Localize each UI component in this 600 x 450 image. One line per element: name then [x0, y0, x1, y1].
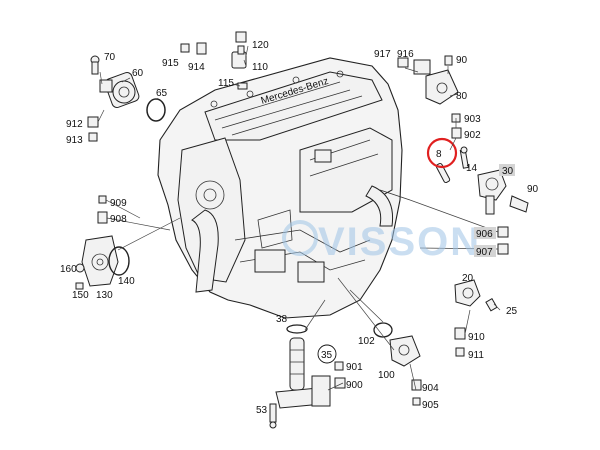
- callout-917: 917: [374, 49, 391, 60]
- part-65-o-ring: [146, 98, 166, 122]
- callout-100: 100: [378, 370, 395, 381]
- part-70-bolt: [90, 55, 100, 75]
- part-110-120-sensor: [231, 31, 247, 69]
- callout-102: 102: [358, 336, 375, 347]
- callout-916: 916: [397, 49, 414, 60]
- callout-909: 909: [110, 198, 127, 209]
- callout-160: 160: [60, 264, 77, 275]
- part-902-903-connector: [451, 113, 462, 139]
- callout-38: 38: [276, 314, 288, 325]
- callout-20: 20: [462, 273, 474, 284]
- callout-120: 120: [252, 40, 269, 51]
- callout-913: 913: [66, 135, 83, 146]
- callout-53: 53: [256, 405, 268, 416]
- callout-8: 8: [436, 149, 442, 160]
- watermark: VISSON: [282, 220, 481, 264]
- callout-907: 907: [476, 247, 493, 258]
- callout-911: 911: [468, 350, 484, 361]
- callout-900: 900: [346, 380, 363, 391]
- callout-90b: 90: [527, 184, 539, 195]
- callout-904: 904: [422, 383, 439, 394]
- callout-150: 150: [72, 290, 89, 301]
- part-80-sensor-assembly: [397, 55, 459, 105]
- callout-30: 30: [502, 166, 514, 177]
- callout-906: 906: [476, 229, 493, 240]
- highlight-ring: [426, 137, 458, 169]
- callout-25: 25: [506, 306, 518, 317]
- callout-915: 915: [162, 58, 179, 69]
- callout-labels: 70 60 65 912 913 120 915 914 110 115 917…: [60, 40, 539, 416]
- callout-65: 65: [156, 88, 168, 99]
- callout-115: 115: [218, 78, 234, 89]
- part-130-sensor: [81, 235, 119, 287]
- part-102-o-ring: [373, 322, 393, 338]
- part-35-sensor: [275, 337, 331, 409]
- part-8-bolt: [435, 146, 469, 184]
- callout-110: 110: [252, 62, 268, 73]
- part-906-907-connector: [497, 226, 509, 255]
- part-900-901-connector: [334, 361, 346, 389]
- part-20-sensor: [454, 279, 498, 312]
- callout-908: 908: [110, 214, 127, 225]
- callout-901: 901: [346, 362, 363, 373]
- callout-130: 130: [96, 290, 113, 301]
- part-30-sensor: [477, 169, 529, 215]
- part-904-905-connector: [411, 379, 422, 406]
- part-908-909-connector: [97, 195, 108, 224]
- engine-assembly: Mercedes-Benz: [157, 57, 411, 319]
- part-150-160-bolts: [75, 263, 85, 290]
- callout-910: 910: [468, 332, 485, 343]
- callout-140: 140: [118, 276, 135, 287]
- callout-905: 905: [422, 400, 439, 411]
- part-38-o-ring: [286, 324, 308, 334]
- part-912-913-connector: [87, 116, 99, 142]
- part-115-bolt: [237, 82, 248, 90]
- part-53-bolt: [269, 403, 277, 429]
- part-100-sensor: [389, 335, 421, 367]
- callout-80: 80: [456, 91, 468, 102]
- callout-90a: 90: [456, 55, 468, 66]
- callout-902: 902: [464, 130, 481, 141]
- callout-903: 903: [464, 114, 481, 125]
- callout-60: 60: [132, 68, 144, 79]
- callout-14: 14: [466, 163, 478, 174]
- watermark-text: VISSON: [318, 220, 481, 264]
- part-910-911-connector: [454, 327, 466, 357]
- callout-35: 35: [321, 350, 333, 361]
- part-140-o-ring: [108, 246, 130, 276]
- part-914-915-connector: [180, 42, 207, 55]
- callout-912: 912: [66, 119, 83, 130]
- part-60-camshaft-solenoid: [99, 72, 140, 108]
- callout-914: 914: [188, 62, 205, 73]
- callout-70: 70: [104, 52, 116, 63]
